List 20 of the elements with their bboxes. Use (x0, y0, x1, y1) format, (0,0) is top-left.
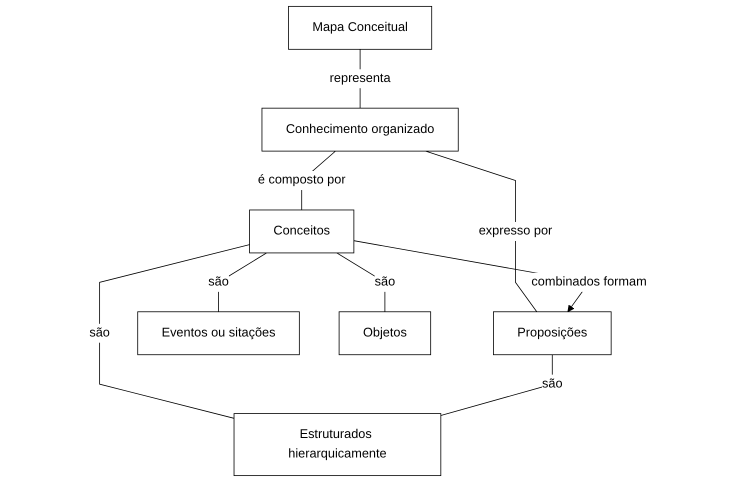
connector (336, 252, 386, 312)
node-box: Eventos ou sitações (137, 311, 300, 356)
node-box: Proposições (492, 311, 612, 356)
node-box: Conhecimento organizado (262, 108, 459, 152)
edge-label: expresso por (478, 224, 552, 238)
edge-label: representa (330, 72, 390, 86)
edge-label: são (208, 275, 229, 289)
connector (425, 150, 538, 312)
edge-label: combinados formam (531, 275, 647, 289)
edge-label: são (374, 275, 396, 289)
node-box: Mapa Conceitual (288, 6, 432, 50)
connector (218, 252, 267, 312)
edge-label: é composto por (258, 173, 346, 187)
node-box: Estruturados hierarquicamente (234, 413, 442, 476)
connector (99, 244, 250, 419)
edge-label: são (89, 326, 110, 340)
edge-label: são (542, 377, 563, 391)
connector (440, 354, 553, 416)
node-box: Conceitos (249, 210, 354, 254)
node-box: Objetos (338, 311, 432, 356)
